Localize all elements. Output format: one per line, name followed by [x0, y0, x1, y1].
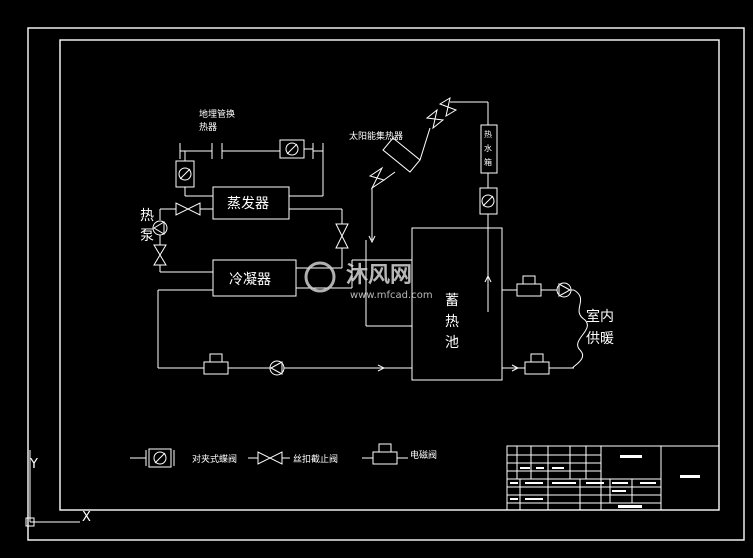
- watermark: 沐风网 www.mfcad.com: [304, 261, 433, 301]
- legend-solenoid-valve-icon: [372, 443, 398, 465]
- globe-valve-heat-pump[interactable]: [153, 244, 167, 266]
- indoor-heating-label-1: 室内: [586, 308, 614, 325]
- legend-solenoid-valve-label: 电磁阀: [410, 449, 437, 461]
- evaporator-label: 蒸发器: [227, 196, 269, 212]
- indoor-heating: 室内 供暖: [586, 308, 614, 347]
- legend-globe-valve-label: 丝扣截止阀: [293, 453, 338, 465]
- indoor-heating-label-2: 供暖: [586, 331, 614, 347]
- condenser-label: 冷凝器: [229, 272, 271, 288]
- pump-bottom[interactable]: [269, 360, 285, 376]
- hot-water-tank-label-2: 水: [484, 143, 492, 153]
- heat-pump-label-2: 泵: [140, 228, 154, 244]
- solar-collector-label: 太阳能集热器: [349, 130, 403, 142]
- heat-pump[interactable]: 热 泵: [140, 208, 168, 244]
- axis-y-label: Y: [29, 457, 38, 472]
- legend-globe-valve-icon: [257, 451, 283, 465]
- storage-tank[interactable]: 蓄 热 池: [411, 227, 503, 381]
- ucs-axis-icon: Y X: [25, 450, 91, 527]
- storage-tank-label-1: 蓄: [445, 293, 459, 309]
- axis-x-label: X: [82, 510, 91, 525]
- butterfly-valve-left[interactable]: [175, 160, 195, 188]
- geothermal-exchanger-label-1: 地埋管换: [199, 108, 235, 120]
- inner-frame: [59, 39, 720, 511]
- title-block: [506, 445, 720, 511]
- evaporator[interactable]: 蒸发器: [212, 186, 290, 220]
- geothermal-exchanger-label-2: 热器: [199, 121, 217, 133]
- globe-valve-evaporator[interactable]: [175, 202, 201, 216]
- solenoid-valve-lower[interactable]: [524, 353, 550, 375]
- outer-frame: [27, 27, 745, 541]
- condenser[interactable]: 冷凝器: [212, 259, 297, 297]
- legend: 对夹式蝶阀 丝扣截止阀 电磁阀: [130, 443, 437, 468]
- butterfly-valve-top[interactable]: [279, 139, 305, 159]
- hot-water-tank-label-3: 箱: [484, 157, 492, 167]
- hot-water-tank-label-1: 热: [484, 129, 492, 139]
- heat-pump-label-1: 热: [140, 208, 154, 224]
- globe-valve-right[interactable]: [335, 223, 349, 249]
- legend-check-valve-label: 对夹式蝶阀: [192, 453, 237, 465]
- solar-collector[interactable]: 太阳能集热器: [349, 96, 488, 190]
- geothermal-exchanger: 地埋管换 热器: [179, 108, 324, 159]
- storage-tank-label-2: 热: [445, 314, 459, 330]
- watermark-url: www.mfcad.com: [350, 290, 433, 301]
- butterfly-valve-hot-water[interactable]: [479, 187, 498, 215]
- solenoid-valve-bottom[interactable]: [203, 353, 229, 375]
- pump-upper[interactable]: [556, 282, 572, 298]
- legend-butterfly-valve-icon: [148, 448, 172, 468]
- storage-tank-label-3: 池: [445, 335, 459, 351]
- hot-water-tank[interactable]: 热 水 箱: [480, 124, 498, 174]
- watermark-brand: 沐风网: [346, 263, 412, 288]
- solenoid-valve-upper[interactable]: [516, 275, 542, 297]
